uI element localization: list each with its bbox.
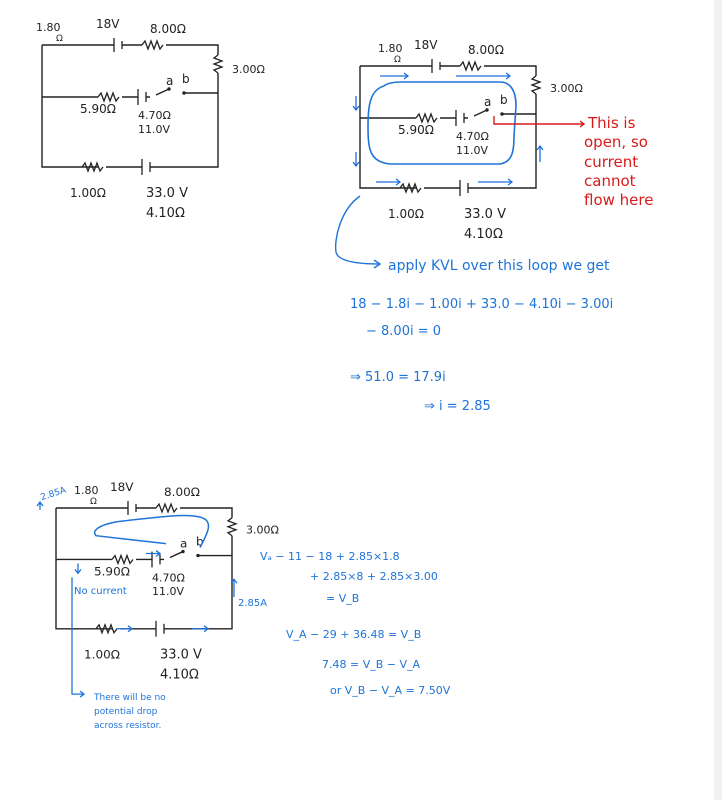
terminal-a-label: a — [166, 74, 173, 88]
r6-label: 1.00Ω — [84, 648, 120, 662]
note-leader-line — [71, 577, 86, 698]
calc-line-1: Vₐ − 11 − 18 + 2.85×1.8 — [260, 550, 400, 563]
r3-label: 3.00Ω — [232, 63, 265, 76]
e2-label: 11.0V — [456, 144, 488, 157]
kvl-leader-line — [334, 195, 381, 265]
e1-label: 18V — [414, 38, 438, 52]
r7-label: 4.10Ω — [464, 227, 503, 242]
kvl-equation-line-3: ⇒ 51.0 = 17.9i — [350, 370, 446, 385]
r3-label: 3.00Ω — [246, 524, 279, 537]
r5-label: 4.70Ω — [138, 109, 171, 122]
open-note-line-3: current — [584, 153, 638, 171]
open-terminal-arrow — [493, 116, 586, 128]
current-label-top: 2.85A — [39, 485, 68, 503]
r1-label: 1.80 — [36, 21, 61, 34]
r5-label: 4.70Ω — [152, 571, 185, 584]
calc-line-5: 7.48 = V_B − V_A — [322, 658, 421, 671]
current-arrows — [36, 500, 238, 633]
e3-label: 33.0 V — [160, 648, 202, 663]
r7-label: 4.10Ω — [160, 667, 199, 682]
r4-label: 5.90Ω — [94, 564, 130, 578]
terminal-a-label: a — [180, 537, 187, 551]
r3-label: 3.00Ω — [550, 82, 583, 95]
calc-line-3: = V_B — [326, 592, 359, 605]
resistor-note-line-2: potential drop — [94, 707, 158, 717]
kvl-leader-arrowhead — [373, 259, 382, 269]
e2-label: 11.0V — [152, 585, 185, 598]
r6-label: 1.00Ω — [388, 207, 424, 221]
calc-line-6: or V_B − V_A = 7.50V — [330, 684, 451, 697]
current-result: ⇒ i = 2.85 — [424, 399, 491, 414]
current-label-right: 2.85A — [238, 598, 267, 609]
terminal-b-label: b — [196, 535, 204, 549]
r1-label: 1.80 — [378, 42, 403, 55]
open-note-line-1: This is — [587, 114, 636, 132]
e3-label: 33.0 V — [464, 207, 506, 222]
kvl-equation-line-1: 18 − 1.8i − 1.00i + 33.0 − 4.10i − 3.00i — [350, 297, 613, 312]
r4-label: 5.90Ω — [80, 102, 116, 116]
calc-line-2: + 2.85×8 + 2.85×3.00 — [310, 570, 438, 583]
r5-label: 4.70Ω — [456, 130, 489, 143]
r1-unit: Ω — [56, 34, 63, 44]
open-note-line-5: flow here — [584, 191, 653, 209]
r1-unit: Ω — [394, 55, 401, 65]
e2-label: 11.0V — [138, 123, 170, 136]
kvl-equation-line-2: − 8.00i = 0 — [366, 324, 441, 339]
r2-label: 8.00Ω — [164, 485, 200, 499]
potential-calculation: Vₐ − 11 − 18 + 2.85×1.8 + 2.85×8 + 2.85×… — [260, 550, 451, 697]
open-circuit-note: This is open, so current cannot flow her… — [584, 114, 653, 209]
circuit-diagram-1: 1.80 Ω 18V 8.00Ω 3.00Ω 5.90Ω 4.70Ω 11.0V… — [36, 17, 265, 221]
r2-label: 8.00Ω — [150, 22, 186, 36]
e1-label: 18V — [96, 17, 120, 31]
no-current-label: No current — [74, 586, 127, 597]
r4-label: 5.90Ω — [398, 123, 434, 137]
terminal-a-label: a — [484, 95, 491, 109]
vertical-scrollbar[interactable] — [714, 0, 722, 800]
circuit-diagram-3: 1.80 Ω 18V 8.00Ω 3.00Ω 5.90Ω 4.70Ω 11.0V… — [36, 480, 279, 698]
calc-line-4: V_A − 29 + 36.48 = V_B — [286, 628, 421, 641]
terminal-b-label: b — [182, 72, 190, 86]
current-direction-arrows — [352, 72, 544, 186]
open-note-line-4: cannot — [584, 172, 636, 190]
kvl-loop-path — [367, 81, 517, 165]
terminal-b-label: b — [500, 93, 508, 107]
potential-path — [93, 514, 210, 548]
resistor-note-line-3: across resistor. — [94, 721, 161, 731]
e1-label: 18V — [110, 480, 134, 494]
r2-label: 8.00Ω — [468, 43, 504, 57]
r1-unit: Ω — [90, 497, 97, 507]
r1-label: 1.80 — [74, 484, 99, 497]
open-note-line-2: open, so — [584, 133, 648, 151]
resistor-note-line-1: There will be no — [93, 693, 166, 703]
circuit-diagram-2: 1.80 Ω 18V 8.00Ω 3.00Ω 5.90Ω 4.70Ω 11.0V… — [352, 38, 586, 242]
e3-label: 33.0 V — [146, 186, 188, 201]
r7-label: 4.10Ω — [146, 206, 185, 221]
kvl-instruction: apply KVL over this loop we get — [388, 258, 610, 274]
resistor-note: There will be no potential drop across r… — [93, 693, 166, 731]
r6-label: 1.00Ω — [70, 186, 106, 200]
